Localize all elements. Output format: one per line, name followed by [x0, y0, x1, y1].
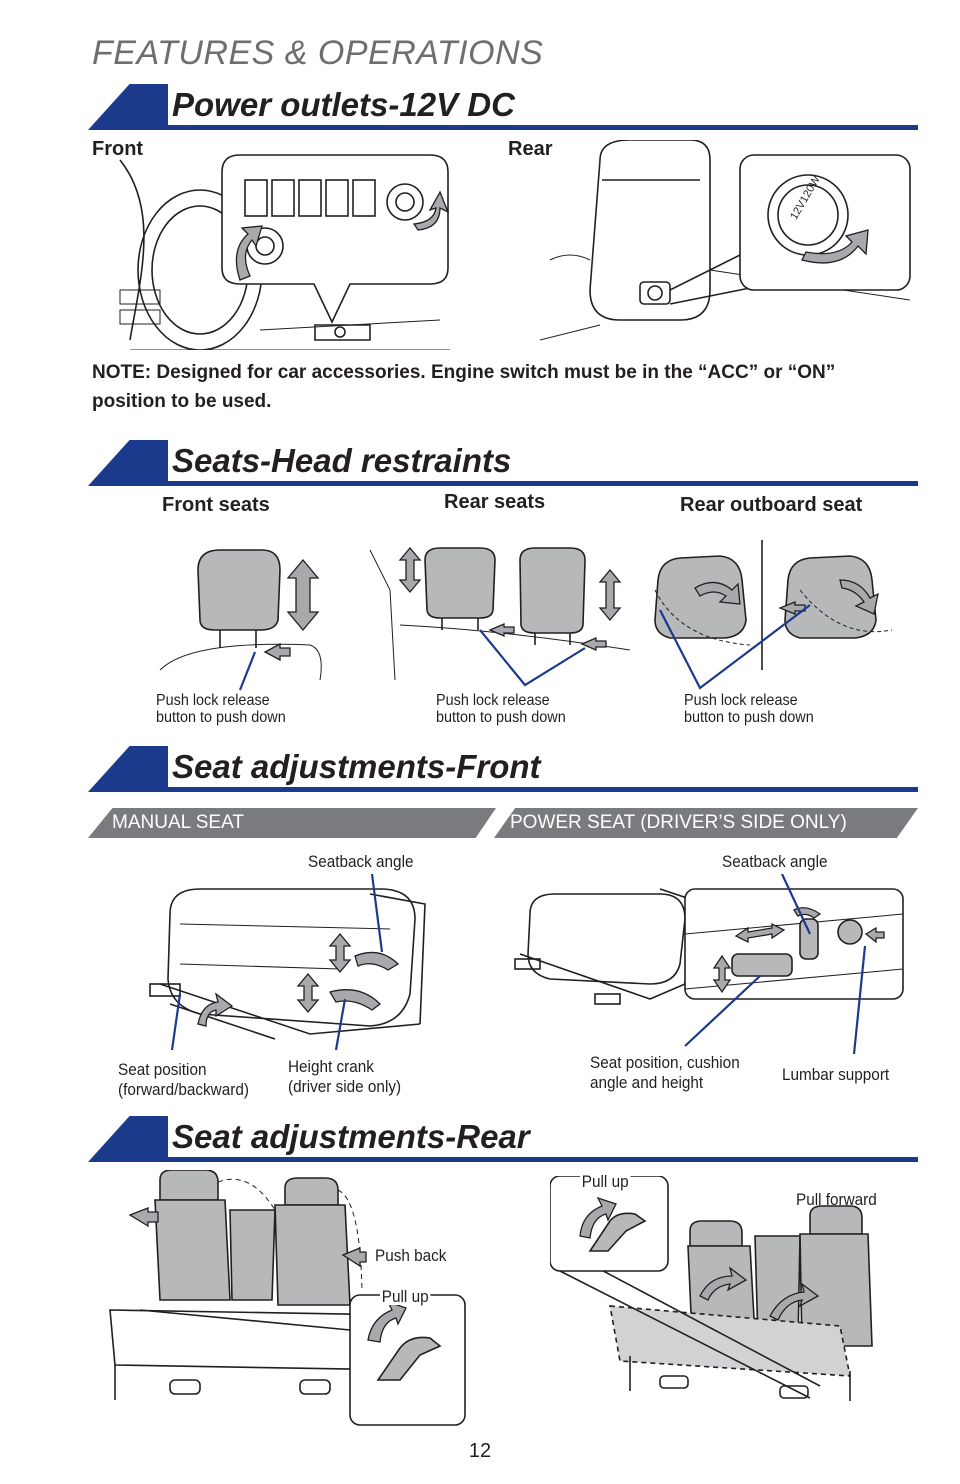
pull-up-label-right: Pull up [580, 1172, 631, 1191]
section-header-seat-front: Seat adjustments-Front [88, 746, 918, 792]
push-back-label: Push back [375, 1246, 447, 1265]
section-header-seat-rear: Seat adjustments-Rear [88, 1116, 918, 1162]
manual-seat-bar: MANUAL SEAT [88, 808, 496, 838]
section-rule [148, 787, 918, 792]
section-title: Power outlets-12V DC [172, 86, 515, 123]
rear-seat-push-back-illustration [109, 1170, 466, 1426]
section-rule [148, 125, 918, 130]
front-seats-caption: Push lock release button to push down [156, 692, 286, 726]
power-seatback-label: Seatback angle [722, 852, 828, 871]
front-outlet-illustration [119, 154, 450, 350]
manual-seat-illustration [149, 874, 426, 1051]
page-header: FEATURES & OPERATIONS [92, 34, 544, 72]
page-number: 12 [468, 1440, 492, 1462]
section-rule [148, 481, 918, 486]
power-seat-position-label: Seat position, cushion angle and height [590, 1053, 740, 1092]
section-title: Seat adjustments-Rear [172, 1118, 530, 1155]
rear-outboard-seat-label: Rear outboard seat [680, 494, 863, 516]
front-seats-label: Front seats [162, 494, 270, 516]
section-header-accent [88, 84, 168, 130]
rear-seats-caption: Push lock release button to push down [436, 692, 566, 726]
rear-outboard-caption: Push lock release button to push down [684, 692, 814, 726]
outlet-note: NOTE: Designed for car accessories. Engi… [92, 362, 836, 412]
manual-seatback-label: Seatback angle [308, 852, 414, 871]
section-header-head-restraints: Seats-Head restraints [88, 440, 918, 486]
rear-seat-pull-forward-illustration [550, 1176, 873, 1401]
lumbar-support-label: Lumbar support [782, 1065, 890, 1084]
section-header-accent [88, 1116, 168, 1162]
rear-outlet-illustration: 12V120W [540, 140, 911, 341]
manual-seat-position-label: Seat position (forward/backward) [118, 1060, 249, 1099]
section-header-power-outlets: Power outlets-12V DC [88, 84, 918, 130]
pull-up-label-left: Pull up [380, 1287, 431, 1306]
head-restraints-illustration [159, 540, 893, 691]
rear-seats-label: Rear seats [444, 491, 546, 513]
front-outlet-label: Front [92, 138, 144, 160]
section-title: Seats-Head restraints [172, 442, 512, 479]
power-seat-illustration [514, 874, 904, 1054]
rear-outlet-label: Rear [508, 138, 553, 160]
section-rule [148, 1157, 918, 1162]
section-header-accent [88, 746, 168, 792]
height-crank-label: Height crank (driver side only) [288, 1057, 402, 1096]
section-header-accent [88, 440, 168, 486]
pull-forward-label: Pull forward [796, 1190, 877, 1209]
power-seat-bar: POWER SEAT (DRIVER’S SIDE ONLY) [494, 808, 918, 838]
section-title: Seat adjustments-Front [172, 748, 541, 785]
